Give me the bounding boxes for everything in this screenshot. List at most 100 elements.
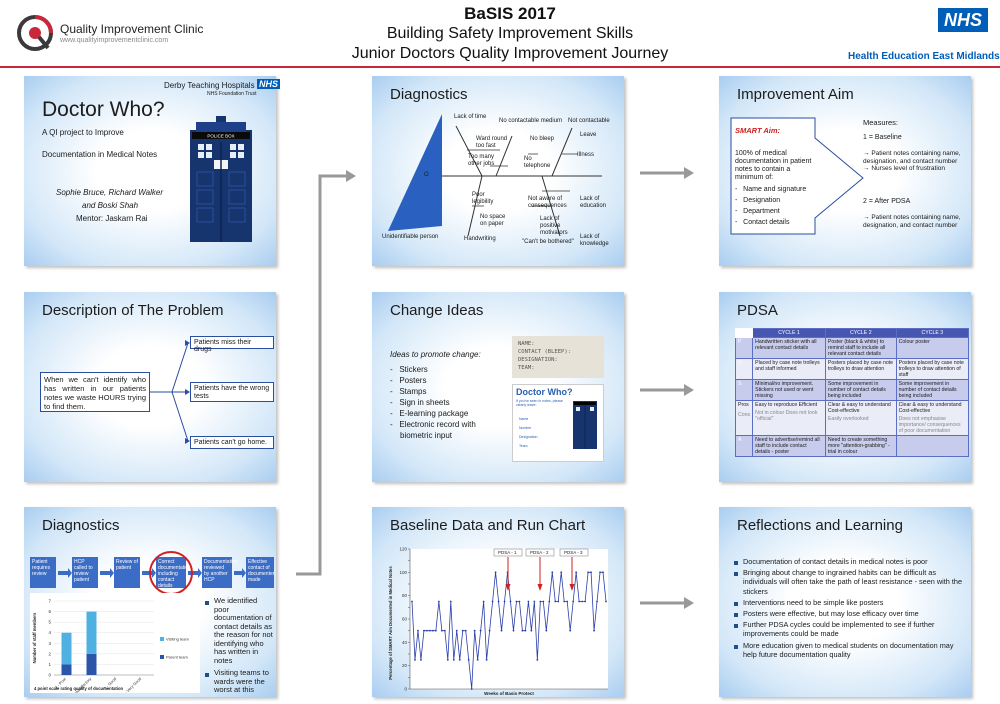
run-chart-point: [497, 600, 500, 603]
run-chart-point: [485, 658, 488, 661]
qi-clinic-logo-icon: [17, 15, 53, 51]
slide-title-heading: Doctor Who?: [42, 98, 165, 121]
pdsa-annotation-arrowhead: [505, 584, 511, 591]
cause: Handwriting: [464, 236, 496, 242]
poster-image: Doctor Who? If you've seen in notes, ple…: [512, 384, 604, 462]
run-chart-tick: 100: [399, 570, 407, 575]
pdsa-cell: Some improvement in number of contact de…: [824, 379, 897, 401]
bar-chart-tick: 3: [48, 641, 51, 646]
pdsa-cell: Poster (black & white) to remind staff t…: [824, 337, 897, 359]
bar-chart-y-label: Number of staff members: [32, 612, 37, 663]
pdsa-annotation-label: PDSA - 3: [564, 550, 583, 555]
run-chart-point: [530, 629, 533, 632]
run-chart-point: [584, 600, 587, 603]
pdsa-cell: Clear & easy to understand Cost-effectiv…: [824, 400, 897, 436]
flow-step: Patient requires review: [30, 557, 56, 588]
run-chart-point: [417, 629, 419, 632]
header-divider: [0, 66, 1000, 68]
run-chart-point: [515, 600, 518, 603]
run-chart-tick: 80: [402, 593, 408, 598]
run-chart-point: [429, 629, 431, 632]
pdsa-annotation-label: PDSA - 2: [530, 550, 549, 555]
slide-fishbone: Diagnostics O Lack of time No contactabl…: [372, 76, 624, 266]
run-chart-point: [521, 629, 524, 632]
poster-subtitle: Building Safety Improvement Skills: [386, 25, 634, 42]
sticker-image: NAME:CONTACT (BLEEP):DESIGNATION:TEAM:: [512, 336, 604, 378]
bar-segment: [61, 632, 72, 665]
smart-item: - Designation: [735, 197, 781, 204]
cause: Leave: [580, 132, 597, 138]
measure-baseline-items: → Patient notes containing name, designa…: [863, 150, 961, 172]
pdsa-cell: Some improvement in number of contact de…: [895, 379, 970, 401]
flow-step: HCP called to review patient: [72, 557, 98, 588]
run-chart-point: [563, 600, 566, 603]
reflection-item: More education given to medical students…: [733, 641, 965, 659]
poster-subtitle-2: Junior Doctors Quality Improvement Journ…: [351, 45, 669, 62]
flow-arrow-right-icon: [640, 597, 694, 609]
run-chart-point: [569, 629, 572, 632]
run-chart-point: [414, 658, 416, 661]
bar-chart-tick: 6: [48, 609, 51, 614]
run-chart-point: [551, 571, 554, 574]
pdsa-cell: Need to advertise/remind all staff to in…: [752, 435, 826, 457]
pdsa-row-label: S: [734, 379, 754, 401]
fishbone-diagram: [388, 114, 602, 237]
run-chart-point: [527, 600, 530, 603]
reflection-item: Documentation of contact details in medi…: [733, 557, 965, 566]
pdsa-cell: Colour poster: [895, 337, 970, 359]
slide-subtitle-2: Documentation in Medical Notes: [42, 150, 158, 159]
cause: Lack of education: [580, 196, 607, 209]
flow-step: Documentation reviewed by another HCP: [202, 557, 238, 588]
run-chart-tick: 40: [402, 640, 408, 645]
outcome-box: Patients have the wrong tests: [190, 382, 274, 402]
run-chart-point: [590, 571, 592, 574]
run-chart-point: [518, 600, 521, 603]
run-chart-point: [464, 629, 467, 632]
slide-pdsa: PDSA CYCLE 1 CYCLE 2 CYCLE 3 P Handwritt…: [719, 292, 971, 482]
pdsa-annotation-box: [493, 548, 523, 557]
run-chart-point: [602, 571, 604, 574]
run-chart-point: [423, 629, 425, 632]
poster-header: Quality Improvement Clinic www.qualityim…: [0, 0, 1000, 66]
poster-image-title: Doctor Who?: [516, 387, 573, 397]
trust-name: Derby Teaching Hospitals: [164, 81, 255, 90]
run-chart-point: [488, 629, 491, 632]
slide-problem-title: Description of The Problem: [42, 302, 224, 319]
smart-label: SMART Aim:: [735, 126, 780, 135]
pdsa-annotation-box: [559, 548, 589, 557]
slide-pdsa-title: PDSA: [737, 302, 778, 319]
bar-chart-tick: 2: [48, 651, 51, 656]
authors: Sophie Bruce, Richard Walker: [56, 188, 164, 197]
run-chart-point: [437, 600, 440, 603]
slide-aim-title: Improvement Aim: [737, 86, 854, 103]
run-chart-point: [452, 658, 455, 661]
cause-category: Not contactable: [568, 118, 610, 124]
run-chart-point: [599, 571, 601, 574]
change-intro: Ideas to promote change:: [390, 350, 481, 359]
slide-aim: Improvement Aim SMART Aim: 100% of medic…: [719, 76, 971, 266]
run-chart-point: [500, 629, 503, 632]
cause: "Can't be bothered": [522, 239, 574, 245]
pdsa-col-header: CYCLE 3: [895, 328, 970, 338]
smart-item: - Contact details: [735, 219, 790, 226]
run-chart-point: [509, 600, 512, 603]
run-chart-tick: 120: [399, 547, 407, 552]
pdsa-annotation-arrowhead: [537, 584, 543, 591]
run-chart-point: [524, 629, 527, 632]
pdsa-col-header: CYCLE 2: [824, 328, 897, 338]
change-item: - Posters: [390, 376, 427, 385]
run-chart-point: [557, 600, 560, 603]
run-chart-tick: 60: [402, 617, 408, 622]
bar-chart-tick: 7: [48, 599, 51, 604]
run-chart-point: [431, 629, 434, 632]
hee-label: Health Education East Midlands: [848, 51, 1000, 62]
slide-change-ideas-title: Change Ideas: [390, 302, 484, 319]
cause: Lack of positive motivators: [540, 216, 568, 236]
cause: Lack of knowledge: [580, 234, 609, 247]
bar-segment: [61, 664, 72, 675]
measure-baseline: 1 = Baseline: [863, 134, 902, 141]
slide-reflections-title: Reflections and Learning: [737, 517, 903, 534]
cause: Not aware of consequences: [528, 196, 567, 209]
